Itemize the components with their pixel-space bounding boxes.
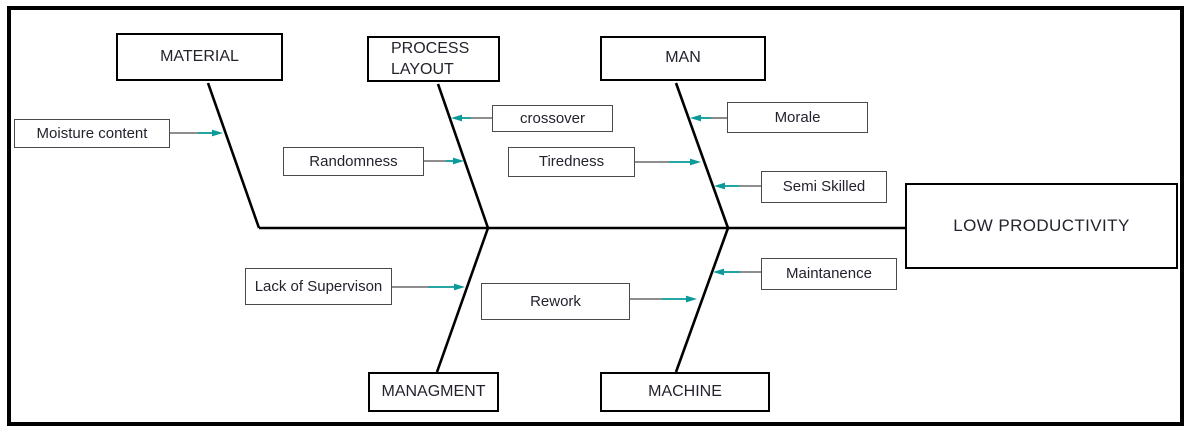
- category-label-machine: MACHINE: [648, 382, 722, 400]
- cause-box-semi-skilled: Semi Skilled: [761, 171, 887, 203]
- cause-label-moisture-content: Moisture content: [36, 124, 148, 142]
- cause-label-maintanence: Maintanence: [786, 265, 872, 283]
- cause-label-lack-of-supervison: Lack of Supervison: [254, 277, 383, 295]
- cause-box-crossover: crossover: [492, 105, 613, 132]
- category-label-process-layout: PROCESS LAYOUT: [391, 40, 470, 78]
- bone-material: [206, 82, 261, 229]
- category-box-managment: MANAGMENT: [368, 372, 499, 412]
- cause-box-maintanence: Maintanence: [761, 258, 897, 290]
- cause-label-morale: Morale: [774, 108, 821, 126]
- category-box-process-layout: PROCESS LAYOUT: [367, 36, 500, 82]
- cause-label-semi-skilled: Semi Skilled: [782, 178, 866, 196]
- arrowhead-icon: [451, 114, 462, 122]
- arrowhead-icon: [690, 114, 701, 122]
- category-box-man: MAN: [600, 36, 766, 81]
- diagram-frame: [7, 6, 1184, 426]
- cause-box-randomness: Randomness: [283, 147, 424, 176]
- arrowhead-icon: [714, 182, 725, 190]
- arrowhead-icon: [212, 129, 223, 137]
- cause-box-rework: Rework: [481, 283, 630, 320]
- category-label-material: MATERIAL: [160, 47, 239, 65]
- category-label-man: MAN: [665, 49, 701, 67]
- connector-tiredness: [635, 158, 701, 166]
- connector-crossover: [451, 114, 492, 122]
- category-box-machine: MACHINE: [600, 372, 770, 412]
- cause-label-randomness: Randomness: [309, 152, 398, 170]
- category-label-managment: MANAGMENT: [381, 382, 486, 400]
- connector-morale: [690, 114, 727, 122]
- cause-box-tiredness: Tiredness: [508, 147, 635, 177]
- connector-maintanence: [713, 268, 761, 276]
- category-box-material: MATERIAL: [116, 33, 283, 81]
- arrowhead-icon: [686, 295, 697, 303]
- cause-label-tiredness: Tiredness: [538, 153, 605, 171]
- cause-box-lack-of-supervison: Lack of Supervison: [245, 268, 392, 305]
- bone-managment: [435, 227, 490, 373]
- cause-label-rework: Rework: [530, 292, 581, 310]
- bone-process-layout: [436, 83, 490, 229]
- arrowhead-icon: [453, 157, 464, 165]
- cause-box-moisture-content: Moisture content: [14, 119, 170, 148]
- connector-randomness: [424, 157, 464, 165]
- bone-man: [674, 82, 730, 229]
- connector-moisture-content: [170, 129, 223, 137]
- bone-machine: [674, 227, 730, 373]
- arrowhead-icon: [690, 158, 701, 166]
- connector-lack-of-supervison: [392, 283, 465, 291]
- arrowhead-icon: [454, 283, 465, 291]
- cause-label-crossover: crossover: [519, 109, 586, 127]
- effect-label: LOW PRODUCTIVITY: [953, 215, 1130, 235]
- arrowhead-icon: [713, 268, 724, 276]
- connector-rework: [630, 295, 697, 303]
- connector-semi-skilled: [714, 182, 761, 190]
- cause-box-morale: Morale: [727, 102, 868, 133]
- effect-box: LOW PRODUCTIVITY: [905, 183, 1178, 269]
